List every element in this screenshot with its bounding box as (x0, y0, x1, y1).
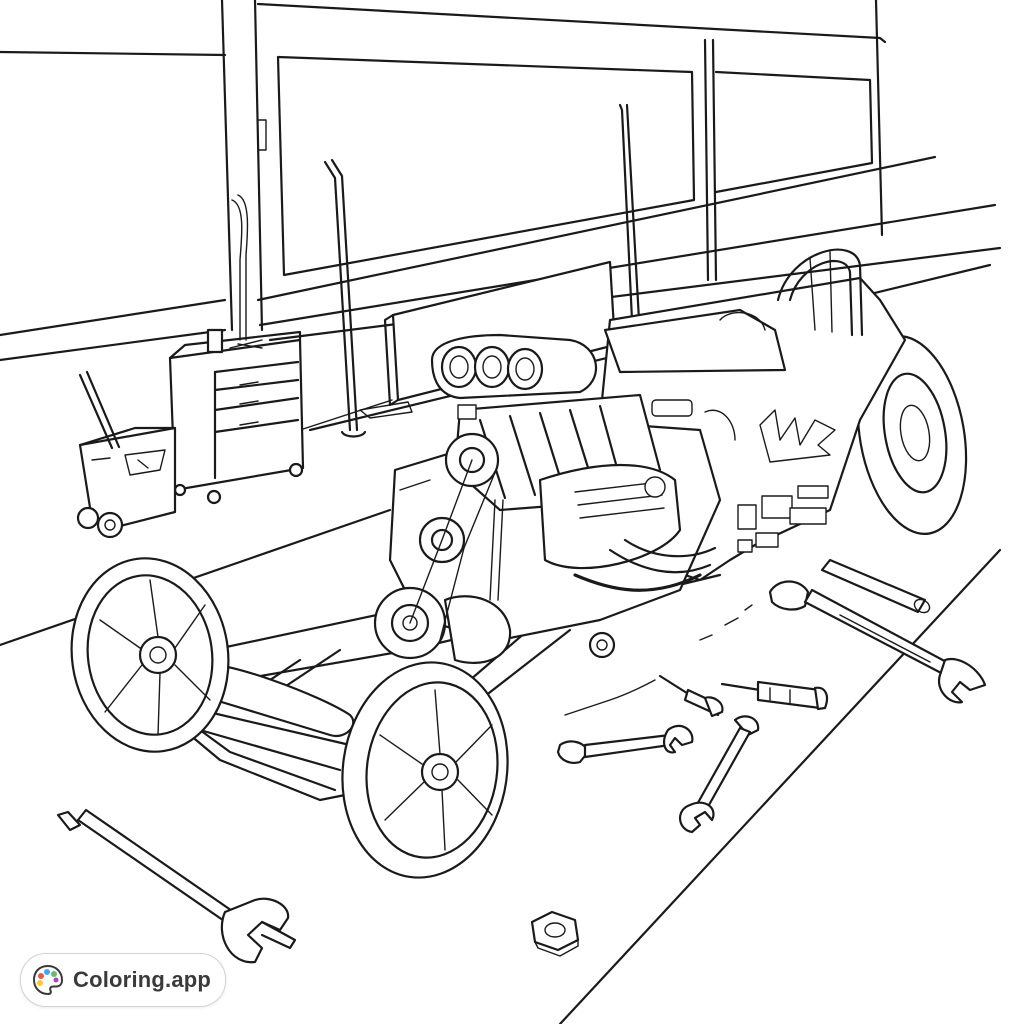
bucket-cart (78, 372, 175, 537)
floor-tools (58, 560, 985, 962)
metal-rod (822, 560, 925, 612)
small-wrench-2 (680, 716, 758, 832)
coloring-app-badge[interactable]: Coloring.app (20, 953, 227, 1007)
hex-nut (532, 912, 578, 956)
dragster-car (59, 250, 980, 889)
app-name-label: Coloring.app (73, 967, 212, 992)
screwdriver-2 (722, 682, 827, 709)
tool-cart (170, 330, 303, 503)
garage-wall (0, 0, 1000, 1024)
engine (375, 335, 720, 663)
large-wrench (58, 810, 295, 962)
palette-icon (32, 964, 64, 996)
small-wrench-1 (558, 726, 692, 763)
front-left-wheel (59, 548, 240, 762)
front-right-wheel (329, 652, 521, 889)
combination-wrench (770, 582, 985, 703)
screwdriver-1 (660, 676, 722, 716)
